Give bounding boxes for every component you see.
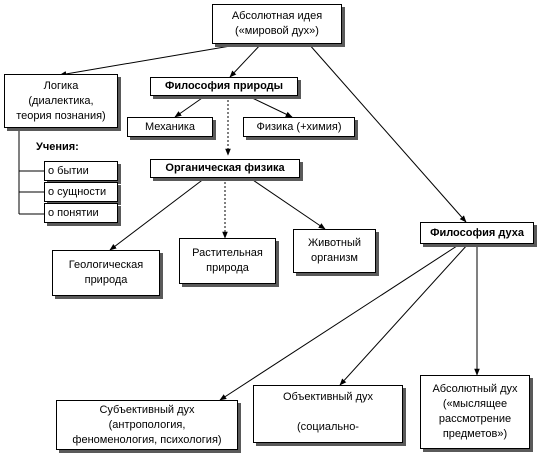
- node-plant: Растительная природа: [179, 238, 276, 284]
- node-absolute-spirit: Абсолютный дух («мыслящее рассмотрение п…: [420, 375, 530, 449]
- subjective-spirit-label: Субъективный дух (антропология, феномено…: [72, 403, 222, 446]
- node-physics: Физика (+химия): [243, 117, 355, 137]
- arrow-idea-to-spirit: [307, 42, 467, 223]
- animal-label: Животный организм: [307, 237, 362, 264]
- geological-label: Геологическая природа: [68, 259, 144, 286]
- physics-label: Физика (+химия): [256, 120, 342, 133]
- node-absolute-idea: Абсолютная идея («мировой дух»): [212, 4, 342, 44]
- arrow-spirit-to-subjective: [219, 243, 461, 401]
- arrow-organic-to-animal: [249, 177, 326, 230]
- absolute-idea-label: Абсолютная идея («мировой дух»): [231, 10, 323, 37]
- logic-label: Логика (диалектика, теория познания): [16, 79, 106, 122]
- node-organic-physics: Органическая физика: [150, 159, 300, 178]
- node-animal: Животный организм: [293, 229, 376, 273]
- arrow-spirit-to-objective: [339, 243, 469, 386]
- absolute-spirit-label: Абсолютный дух («мыслящее рассмотрение п…: [432, 383, 518, 440]
- arrow-idea-to-nature: [229, 42, 263, 78]
- node-concept: о понятии: [44, 203, 118, 223]
- organic-physics-label: Органическая физика: [165, 162, 285, 174]
- node-mechanics: Механика: [127, 117, 213, 137]
- node-nature-philosophy: Философия природы: [150, 77, 298, 96]
- node-subjective-spirit: Субъективный дух (антропология, феномено…: [56, 400, 238, 450]
- spirit-philosophy-label: Философия духа: [430, 226, 524, 239]
- nature-philosophy-label: Философия природы: [164, 80, 284, 92]
- arrow-idea-to-logic: [59, 42, 249, 77]
- arrow-nature-to-physics: [247, 95, 293, 118]
- node-being: о бытии: [44, 161, 118, 181]
- essence-label: о сущности: [48, 185, 107, 198]
- teachings-label: Учения:: [36, 141, 79, 153]
- plant-label: Растительная природа: [192, 247, 263, 274]
- node-essence: о сущности: [44, 182, 118, 202]
- objective-spirit-label: Объективный дух (социально-: [282, 391, 374, 433]
- node-objective-spirit: Объективный дух (социально-: [253, 385, 403, 443]
- node-logic: Логика (диалектика, теория познания): [4, 74, 118, 128]
- node-geological: Геологическая природа: [52, 250, 160, 296]
- arrow-nature-to-mechanics: [174, 95, 206, 118]
- arrow-organic-to-geological: [109, 177, 206, 251]
- being-label: о бытии: [48, 164, 89, 177]
- node-spirit-philosophy: Философия духа: [420, 222, 534, 244]
- concept-label: о понятии: [48, 206, 99, 219]
- mechanics-label: Механика: [144, 120, 196, 133]
